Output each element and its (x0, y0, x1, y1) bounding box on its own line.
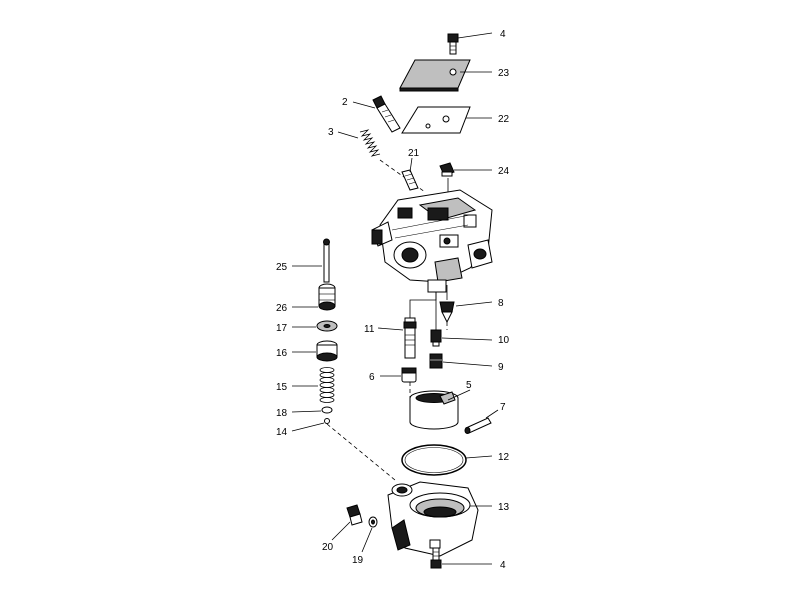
carburetor-body (371, 189, 493, 293)
callout-10: 10 (498, 335, 510, 346)
part-20-drain-screw (346, 504, 363, 526)
callout-12: 12 (498, 452, 510, 463)
callout-22: 22 (498, 114, 510, 125)
callout-20: 20 (322, 542, 334, 553)
part-23-cover-plate (399, 59, 471, 92)
part-16-collar (316, 340, 338, 362)
part-3-spring (359, 129, 381, 157)
callout-24: 24 (498, 166, 510, 177)
part-14-ball (324, 418, 330, 424)
callout-13: 13 (498, 502, 510, 513)
callout-15: 15 (276, 382, 288, 393)
part-21-idle-screw (401, 169, 419, 191)
part-26-nut (318, 283, 336, 311)
part-10-jet (430, 329, 442, 347)
callout-25: 25 (276, 262, 288, 273)
part-2-pilot-screw (372, 95, 401, 133)
callout-8: 8 (498, 298, 504, 309)
part-5-float (409, 390, 459, 430)
part-8-jet-needle (439, 301, 455, 324)
part-12-gasket-ring (401, 444, 467, 476)
part-7-float-pin (464, 417, 492, 434)
callout-16: 16 (276, 348, 288, 359)
callout-9: 9 (498, 362, 504, 373)
callout-6: 6 (369, 372, 375, 383)
callout-7: 7 (500, 402, 506, 413)
part-24-cap (439, 162, 455, 177)
part-25-plunger-rod (323, 238, 330, 283)
part-18-o-ring (321, 406, 333, 414)
callout-26: 26 (276, 303, 288, 314)
callout-17: 17 (276, 323, 288, 334)
part-13-float-bowl (387, 481, 479, 557)
part-9-main-jet (429, 353, 443, 369)
callout-21: 21 (408, 148, 420, 159)
callout-18: 18 (276, 408, 288, 419)
part-4-bottom-screw (430, 547, 442, 569)
callout-2: 2 (342, 97, 348, 108)
callout-4-top: 4 (500, 29, 506, 40)
part-17-washer (316, 320, 338, 332)
callout-4-bottom: 4 (500, 560, 506, 571)
part-15-spring (319, 367, 335, 403)
callout-23: 23 (498, 68, 510, 79)
part-11-main-nozzle (403, 317, 417, 359)
callout-14: 14 (276, 427, 288, 438)
part-19-washer (368, 516, 378, 528)
part-22-gasket (401, 106, 471, 134)
callout-5: 5 (466, 380, 472, 391)
callout-11: 11 (364, 324, 375, 335)
part-4-top-screw (447, 33, 459, 55)
callout-19: 19 (352, 555, 364, 566)
part-6-plug (401, 367, 417, 383)
callout-3: 3 (328, 127, 334, 138)
